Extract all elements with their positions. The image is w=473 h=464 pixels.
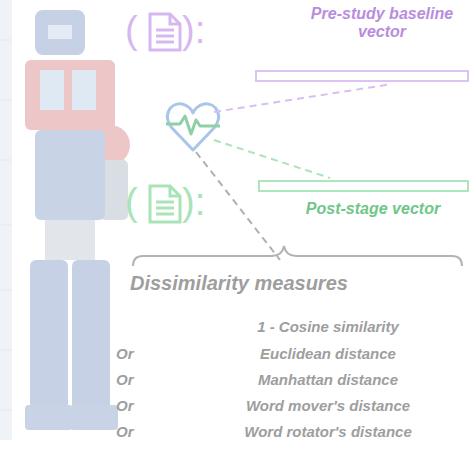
brace	[133, 246, 462, 266]
heart-icon	[166, 104, 220, 150]
document-icon	[150, 14, 180, 50]
measure-item: Manhattan distance	[188, 372, 468, 389]
robot-figure	[25, 10, 130, 430]
group-heading: Dissimilarity measures	[130, 272, 348, 294]
measure-item: 1 - Cosine similarity	[188, 319, 468, 336]
paren: (	[125, 10, 138, 52]
or-word: Or	[116, 424, 134, 441]
vector-bar: Pre-study baseline vector	[255, 70, 469, 82]
paren: ):	[182, 182, 205, 224]
vector-label: Post-stage vector	[274, 200, 472, 218]
document-icon	[150, 186, 180, 222]
vector-label: Pre-study baseline vector	[292, 5, 472, 40]
vector-bar: Post-stage vector	[258, 180, 469, 192]
leader-line	[196, 152, 280, 260]
paren: (	[125, 182, 138, 224]
or-word: Or	[116, 398, 134, 415]
measure-item: Euclidean distance	[188, 346, 468, 363]
measure-item: Word mover's distance	[188, 398, 468, 415]
leader-line	[214, 84, 392, 112]
or-word: Or	[116, 372, 134, 389]
paren: ):	[182, 10, 205, 52]
or-word: Or	[116, 346, 134, 363]
side-panel	[0, 0, 12, 440]
leader-line	[214, 140, 330, 178]
measure-item: Word rotator's distance	[188, 424, 468, 441]
